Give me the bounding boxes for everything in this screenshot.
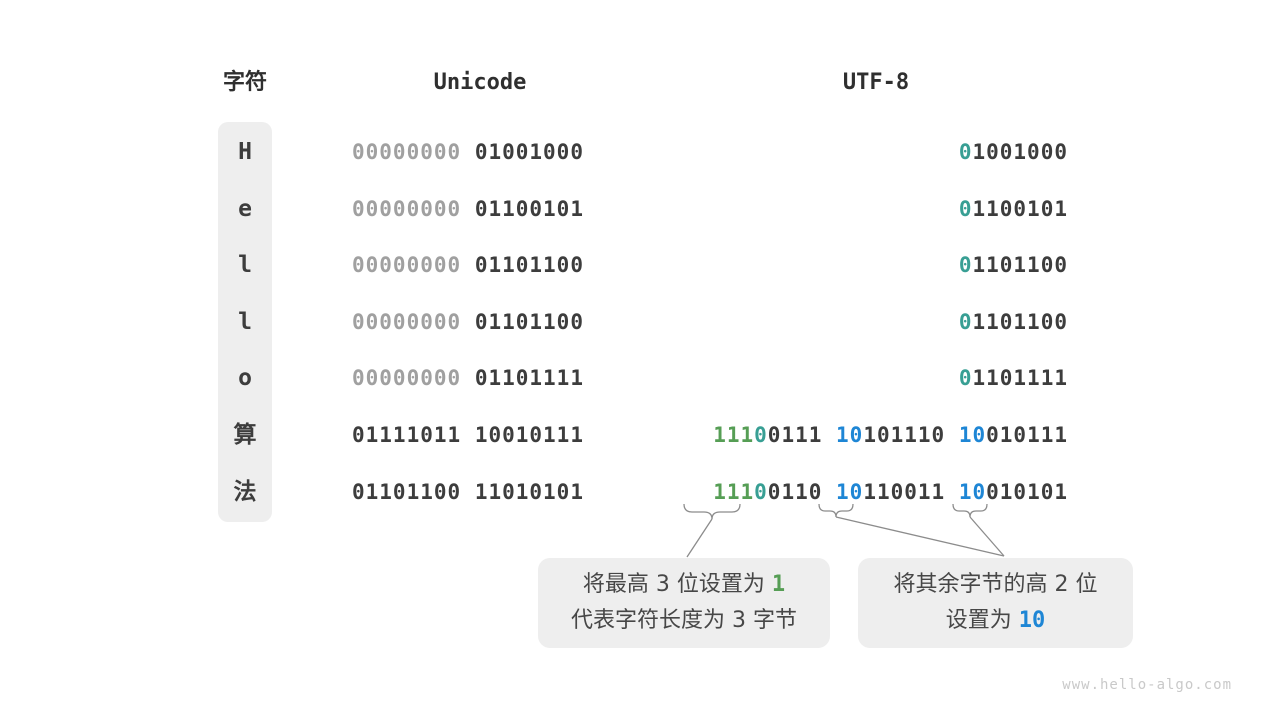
bit-segment: 01100101 [474, 196, 584, 221]
utf8-bits: 11100110 10110011 10010101 [713, 478, 1068, 506]
bit-segment: 01101100 [474, 253, 584, 278]
bit-segment: 0 [754, 479, 768, 504]
connector-line-continuation-1 [835, 516, 1005, 557]
callout-leading-accent-bit: 1 [771, 572, 786, 597]
utf8-byte: 01101100 [959, 253, 1068, 277]
char-cell: e [238, 195, 252, 222]
callout-continuation-line2-text: 设置为 [945, 608, 1019, 633]
utf8-byte: 11100111 [713, 423, 822, 447]
bit-segment: 1100101 [972, 196, 1068, 221]
unicode-bits: 00000000 01101111 [352, 364, 584, 392]
callout-continuation-line2: 设置为 10 [858, 603, 1133, 639]
bit-segment: 00000000 [352, 196, 462, 221]
unicode-bits: 00000000 01101100 [352, 308, 584, 336]
bit-segment: 00000000 [352, 253, 462, 278]
bit-segment: 0 [958, 253, 973, 278]
char-cell: l [238, 252, 252, 279]
callout-leading-line1-text: 将最高 3 位设置为 [582, 572, 772, 597]
bit-segment: 01001000 [474, 140, 584, 164]
bit-segment: 01111011 [352, 423, 462, 447]
unicode-bits: 00000000 01001000 [352, 138, 584, 166]
bit-segment: 11010101 [474, 479, 584, 504]
bit-segment: 0 [958, 309, 973, 334]
bit-segment: 101110 [863, 423, 946, 447]
bit-segment: 10 [958, 423, 987, 447]
callout-continuation-line1: 将其余字节的高 2 位 [893, 572, 1098, 597]
utf8-bits: 01001000 [959, 138, 1068, 166]
bit-segment: 111 [713, 423, 755, 447]
utf8-byte: 01101111 [959, 366, 1068, 390]
bit-segment: 01101111 [474, 366, 584, 391]
utf8-byte: 01101100 [959, 310, 1068, 334]
bit-segment: 111 [713, 479, 755, 504]
bit-segment: 01101100 [474, 309, 584, 334]
unicode-bits: 00000000 01101100 [352, 251, 584, 279]
bit-segment: 00000000 [352, 309, 462, 334]
char-cell: l [238, 308, 252, 335]
char-cell: 算 [233, 422, 257, 448]
utf8-bits: 01101111 [959, 364, 1068, 392]
utf8-byte: 10101110 [836, 423, 945, 447]
bit-segment: 1101100 [972, 309, 1068, 334]
callout-continuation-byte: 将其余字节的高 2 位 设置为 10 [858, 558, 1133, 648]
bit-segment: 010111 [986, 423, 1068, 447]
watermark-url: www.hello-algo.com [1062, 677, 1232, 693]
utf8-byte: 11100110 [713, 480, 822, 504]
callout-continuation-accent-bits: 10 [1018, 608, 1046, 633]
callout-leading-line1: 将最高 3 位设置为 1 [538, 567, 830, 603]
bit-segment: 10 [958, 479, 987, 504]
char-cell: H [238, 139, 252, 165]
bit-segment: 0111 [767, 423, 823, 447]
bit-segment: 0 [754, 423, 768, 447]
bit-segment: 1101111 [972, 366, 1068, 391]
char-cell: 法 [233, 478, 257, 505]
bit-segment: 10 [836, 479, 864, 504]
bit-segment: 00000000 [352, 140, 462, 164]
callout-leading-byte: 将最高 3 位设置为 1 代表字符长度为 3 字节 [538, 558, 830, 648]
unicode-bits: 00000000 01100101 [352, 195, 584, 223]
char-cell: o [238, 365, 252, 392]
bit-segment: 0 [958, 196, 973, 221]
unicode-bits: 01101100 11010101 [352, 478, 584, 506]
utf8-byte: 10010101 [959, 480, 1068, 504]
bit-segment: 0 [958, 140, 973, 164]
utf8-byte: 01100101 [959, 197, 1068, 221]
utf8-byte: 01001000 [959, 140, 1068, 164]
char-column-strip [218, 122, 272, 522]
utf8-bits: 01100101 [959, 195, 1068, 223]
underbrace-continuation-bits-2 [952, 503, 988, 518]
bit-segment: 10010111 [474, 423, 584, 447]
utf8-byte: 10010111 [959, 423, 1068, 447]
utf8-bits: 01101100 [959, 308, 1068, 336]
header-char-column: 字符 [222, 70, 268, 95]
bit-segment: 1101100 [972, 253, 1068, 278]
bit-segment: 01101100 [352, 479, 462, 504]
bit-segment: 110011 [863, 479, 946, 504]
bit-segment: 0 [958, 366, 973, 391]
header-utf8-column: UTF-8 [842, 70, 910, 95]
unicode-bits: 01111011 10010111 [352, 421, 584, 449]
utf8-byte: 10110011 [836, 480, 945, 504]
bit-segment: 0110 [767, 479, 823, 504]
callout-leading-line2: 代表字符长度为 3 字节 [571, 608, 797, 633]
connector-line-continuation-2 [969, 516, 1005, 557]
utf8-bits: 01101100 [959, 251, 1068, 279]
header-unicode-column: Unicode [433, 70, 527, 95]
bit-segment: 1001000 [972, 140, 1068, 164]
underbrace-leading-bits [683, 503, 741, 520]
bit-segment: 010101 [986, 479, 1068, 504]
bit-segment: 10 [836, 423, 864, 447]
connector-line-leading [686, 518, 713, 558]
underbrace-continuation-bits-1 [818, 503, 854, 518]
bit-segment: 00000000 [352, 366, 462, 391]
utf8-bits: 11100111 10101110 10010111 [713, 421, 1068, 449]
